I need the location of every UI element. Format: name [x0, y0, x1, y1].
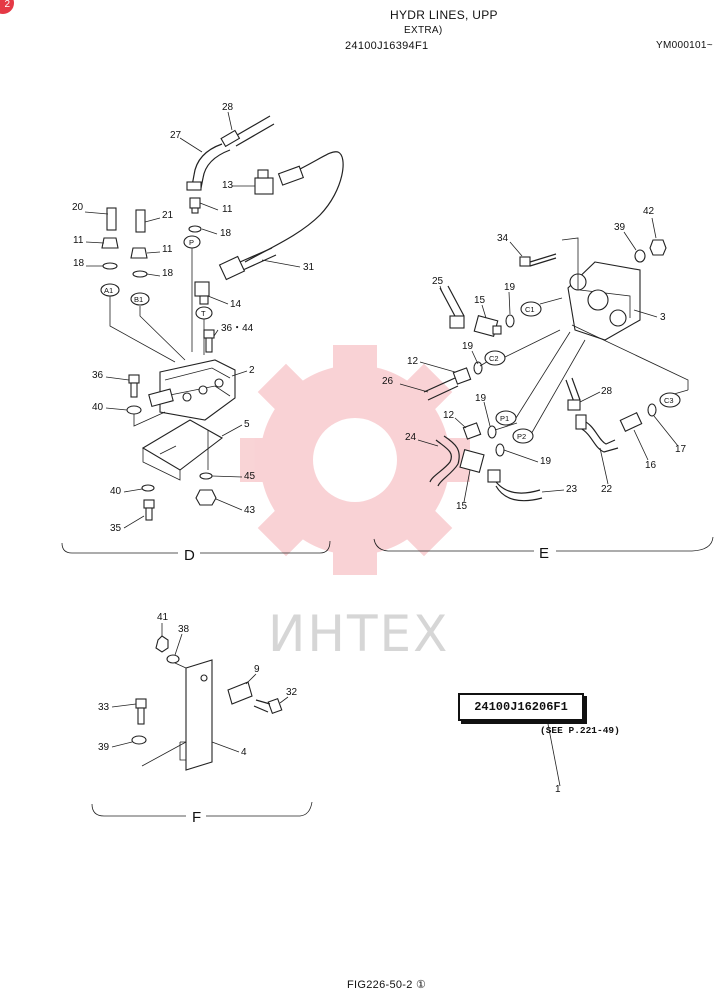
callout-39: 39 [614, 222, 626, 233]
callouts-section-f: 41 38 9 32 33 39 4 [98, 612, 298, 758]
diagram-part-number: 24100J16394F1 [345, 40, 429, 52]
port-marker-p: P [189, 238, 194, 247]
callout-12b: 12 [443, 410, 455, 421]
callout-26: 26 [382, 376, 394, 387]
callout-32: 32 [286, 687, 298, 698]
port-marker-c1: C1 [525, 305, 535, 314]
callout-19: 19 [504, 282, 516, 293]
callouts-section-d: 28 27 13 11 20 21 11 11 18 18 18 31 14 3… [72, 102, 315, 534]
callout-17: 17 [675, 444, 687, 455]
callout-40: 40 [92, 402, 104, 413]
callout-19b: 19 [462, 341, 474, 352]
callout-36-44: 36・44 [221, 323, 254, 334]
serial-range: YM000101~ [656, 40, 713, 51]
callout-9: 9 [254, 664, 260, 675]
port-marker-a1: A1 [104, 286, 113, 295]
port-marker-t: T [201, 309, 206, 318]
callout-22: 22 [601, 484, 613, 495]
callout-leaders-e [399, 217, 679, 503]
reference-part-number-box: 24100J16206F1 [458, 693, 584, 721]
callout-leaders-f [111, 623, 289, 753]
diagram-subtitle: EXTRA) [404, 25, 443, 36]
callout-18b: 18 [73, 258, 85, 269]
callout-11b: 11 [73, 235, 84, 246]
callout-28e: 28 [601, 386, 613, 397]
callouts-section-e: 42 39 34 25 15 19 3 19 12 26 28 19 12 24… [382, 206, 687, 512]
callout-38: 38 [178, 624, 190, 635]
callout-18c: 18 [162, 268, 174, 279]
callout-2: 2 [249, 365, 255, 376]
callout-16: 16 [645, 460, 657, 471]
callout-18: 18 [220, 228, 232, 239]
callout-27: 27 [170, 130, 182, 141]
callout-45: 45 [244, 471, 256, 482]
callout-41: 41 [157, 612, 169, 623]
port-marker-c3: C3 [664, 396, 674, 405]
callout-33: 33 [98, 702, 110, 713]
page-badge: 2 [0, 0, 14, 14]
callout-1: 1 [555, 784, 561, 795]
callout-leaders-d [84, 111, 301, 529]
callout-43: 43 [244, 505, 256, 516]
section-f-parts [131, 635, 283, 771]
callout-19d: 19 [540, 456, 552, 467]
callout-13: 13 [222, 180, 234, 191]
callout-15b: 15 [456, 501, 468, 512]
callout-24: 24 [405, 432, 417, 443]
section-label-f: F [192, 809, 201, 826]
watermark-gear-icon [240, 345, 470, 575]
callout-23: 23 [566, 484, 578, 495]
callout-36: 36 [92, 370, 104, 381]
port-marker-p1: P1 [500, 414, 509, 423]
section-brackets [61, 536, 714, 817]
callout-42: 42 [643, 206, 655, 217]
callout-21: 21 [162, 210, 174, 221]
callout-20: 20 [72, 202, 84, 213]
see-page-reference: (SEE P.221-49) [540, 725, 620, 736]
callout-12: 12 [407, 356, 419, 367]
callout-11c: 11 [162, 244, 173, 255]
callout-25: 25 [432, 276, 444, 287]
callout-39f: 39 [98, 742, 110, 753]
section-label-e: E [539, 545, 549, 562]
callout-31: 31 [303, 262, 315, 273]
port-marker-p2: P2 [517, 432, 526, 441]
callout-34: 34 [497, 233, 509, 244]
callout-40b: 40 [110, 486, 122, 497]
callout-19c: 19 [475, 393, 487, 404]
callout-35: 35 [110, 523, 122, 534]
figure-number: FIG226-50-2 ① [347, 979, 427, 991]
port-markers: A1 B1 P T C1 C2 P1 P2 C3 [100, 235, 681, 444]
section-d-parts [101, 115, 344, 521]
callout-3: 3 [660, 312, 666, 323]
callout-14: 14 [230, 299, 242, 310]
watermark-text: ИНТЕХ [268, 605, 450, 663]
callout-11: 11 [222, 204, 233, 215]
callout-4: 4 [241, 747, 247, 758]
diagram-title: HYDR LINES, UPP [390, 8, 498, 22]
port-marker-c2: C2 [489, 354, 499, 363]
section-label-d: D [184, 547, 195, 564]
port-marker-b1: B1 [134, 295, 143, 304]
callout-28: 28 [222, 102, 234, 113]
callout-15: 15 [474, 295, 486, 306]
section-e-parts [423, 237, 689, 502]
callout-5: 5 [244, 419, 250, 430]
